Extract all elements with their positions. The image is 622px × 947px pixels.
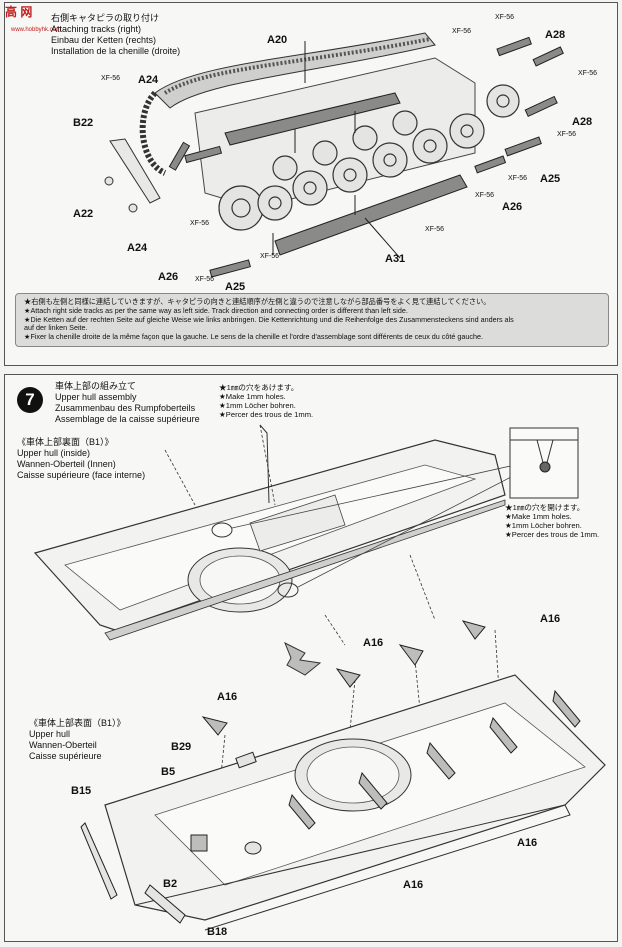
- label-a22: A22: [73, 208, 94, 220]
- note-fr: ★Fixer la chenille droite de la même faç…: [24, 332, 483, 341]
- paint-callout: XF-56: [578, 70, 598, 77]
- step6-title-de: Einbau der Ketten (rechts): [51, 35, 157, 45]
- note-de: ★Die Ketten auf der rechten Seite auf gl…: [24, 315, 514, 324]
- label-a20: A20: [267, 34, 288, 46]
- drill-detail-jp: ★1㎜の穴を開けます。: [505, 503, 585, 512]
- watermark-logo: 高 网: [5, 5, 33, 19]
- drill-detail-de: ★1mm Löcher bohren.: [505, 521, 582, 530]
- label-a31: A31: [385, 253, 406, 265]
- paint-callout: XF-56: [425, 226, 445, 233]
- paint-callout: XF-56: [195, 276, 215, 283]
- label-a16-top-right: A16: [540, 613, 561, 625]
- outside-view-de: Wannen-Oberteil: [29, 740, 97, 750]
- drill-note-jp: ★1㎜の穴をあけます。: [219, 383, 299, 392]
- label-a26-right: A26: [502, 201, 523, 213]
- label-b2: B2: [163, 878, 178, 890]
- label-b22: B22: [73, 117, 94, 129]
- label-b15: B15: [71, 785, 92, 797]
- note-de-cont: auf der linken Seite.: [24, 323, 88, 332]
- inside-view-en: Upper hull (inside): [17, 448, 91, 458]
- note-jp: ★右側も左側と同様に連結していきますが、キャタピラの向きと連結順序が左側と違うの…: [24, 297, 491, 306]
- label-a26-left: A26: [158, 271, 179, 283]
- label-a16-right: A16: [517, 837, 538, 849]
- drill-note-de: ★1mm Löcher bohren.: [219, 401, 296, 410]
- step7-title-fr: Assemblage de la caisse supérieure: [55, 414, 200, 424]
- step-6-panel: 高 网 www.hobbyhk.com 右側キャタピラの取り付け Attachi…: [4, 2, 618, 366]
- paint-callout: XF-56: [475, 192, 495, 199]
- step-7-panel: 7 車体上部の組み立て Upper hull assembly Zusammen…: [4, 374, 618, 942]
- label-a16-mid: A16: [363, 637, 384, 649]
- paint-callout: XF-56: [495, 14, 515, 21]
- inside-view-de: Wannen-Oberteil (Innen): [17, 459, 116, 469]
- drill-note-en: ★Make 1mm holes.: [219, 392, 286, 401]
- outside-view-fr: Caisse supérieure: [29, 751, 102, 761]
- inside-view-jp: 《車体上部裏面（B1）》: [17, 437, 114, 447]
- step6-title-en: Attaching tracks (right): [51, 24, 142, 34]
- inside-view-fr: Caisse supérieure (face interne): [17, 470, 146, 480]
- step6-title-fr: Installation de la chenille (droite): [51, 46, 181, 56]
- step7-title-en: Upper hull assembly: [55, 392, 137, 402]
- label-a25-right: A25: [540, 173, 561, 185]
- step-number-badge: 7: [17, 387, 43, 413]
- step7-title-de: Zusammenbau des Rumpfoberteils: [55, 403, 196, 413]
- note-en: ★Attach right side tracks as per the sam…: [24, 306, 408, 315]
- upper-hull-drawing: [33, 424, 606, 931]
- drill-note-fr: ★Percer des trous de 1mm.: [219, 410, 314, 419]
- label-a28-top: A28: [545, 29, 566, 41]
- label-b18: B18: [207, 926, 228, 938]
- paint-callout: XF-56: [260, 253, 280, 260]
- paint-callout: XF-56: [101, 75, 121, 82]
- label-a16-left: A16: [217, 691, 238, 703]
- drill-detail-en: ★Make 1mm holes.: [505, 512, 572, 521]
- label-a24-top: A24: [138, 74, 159, 86]
- label-a25-left: A25: [225, 281, 246, 293]
- paint-callout: XF-56: [190, 220, 210, 227]
- label-a16-bottom: A16: [403, 879, 424, 891]
- label-a28-right: A28: [572, 116, 593, 128]
- paint-callout: XF-56: [452, 28, 472, 35]
- label-a24-left: A24: [127, 242, 148, 254]
- note-box: ★右側も左側と同様に連結していきますが、キャタピラの向きと連結順序が左側と違うの…: [15, 293, 609, 347]
- step7-title-jp: 車体上部の組み立て: [55, 381, 137, 391]
- step6-title-jp: 右側キャタピラの取り付け: [51, 13, 160, 23]
- watermark-url: www.hobbyhk.com: [11, 27, 62, 33]
- paint-callout: XF-56: [508, 175, 528, 182]
- track-assembly-drawing: [104, 32, 564, 278]
- paint-callout: XF-56: [557, 131, 577, 138]
- label-b29: B29: [171, 741, 192, 753]
- outside-view-en: Upper hull: [29, 729, 71, 739]
- label-b5: B5: [161, 766, 176, 778]
- drill-detail-fr: ★Percer des trous de 1mm.: [505, 530, 600, 539]
- outside-view-jp: 《車体上部表面（B1）》: [29, 718, 126, 728]
